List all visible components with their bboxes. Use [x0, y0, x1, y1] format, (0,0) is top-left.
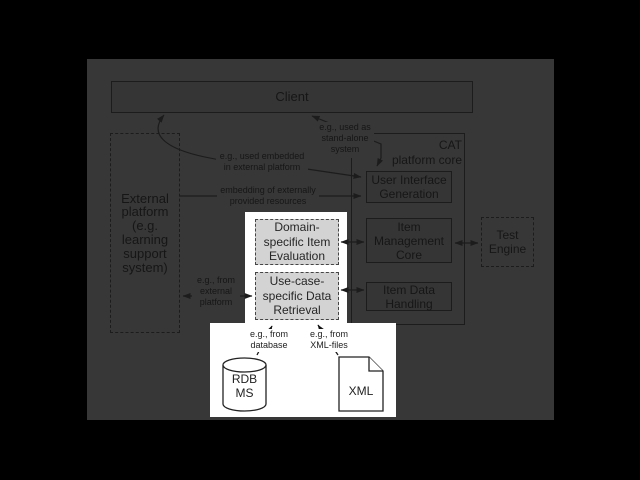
- rdbms-label: RDB MS: [231, 372, 258, 400]
- label-used-standalone: e.g., used as stand-alone system: [316, 122, 374, 158]
- domain-item-evaluation-box: Domain- specific Item Evaluation: [255, 219, 339, 265]
- external-platform-box: External platform (e.g. learning support…: [110, 133, 180, 333]
- label-embedding-resources: embedding of externally provided resourc…: [217, 185, 319, 207]
- test-engine-box: Test Engine: [481, 217, 534, 267]
- label-used-embedded: e.g., used embedded in external platform: [216, 151, 308, 173]
- label-from-external-platform: e.g., from external platform: [192, 275, 240, 309]
- label-from-xml-files: e.g., from XML-files: [305, 329, 353, 352]
- arrow-client-embedded: [156, 114, 222, 161]
- item-data-handling-label: Item Data Handling: [382, 282, 436, 311]
- domain-item-evaluation-label: Domain- specific Item Evaluation: [263, 220, 331, 264]
- xml-document-icon: [338, 356, 384, 412]
- database-cylinder-icon: [222, 357, 267, 412]
- item-management-core-box: Item Management Core: [366, 218, 452, 263]
- item-management-core-label: Item Management Core: [373, 219, 445, 262]
- user-interface-generation-label: User Interface Generation: [371, 173, 447, 201]
- usecase-data-retrieval-label: Use-case- specific Data Retrieval: [262, 274, 332, 318]
- usecase-data-retrieval-box: Use-case- specific Data Retrieval: [255, 272, 339, 320]
- arrow-embedded-uig: [299, 167, 362, 179]
- client-box: Client: [111, 81, 473, 113]
- external-platform-label: External platform (e.g. learning support…: [121, 190, 169, 275]
- item-data-handling-box: Item Data Handling: [366, 282, 452, 311]
- user-interface-generation-box: User Interface Generation: [366, 171, 452, 203]
- label-from-database: e.g., from database: [245, 329, 293, 352]
- cat-platform-core-label: CAT platform core: [391, 138, 462, 167]
- cat-platform-core-box: [351, 133, 465, 325]
- client-label: Client: [275, 89, 309, 104]
- xml-label: XML: [348, 384, 374, 398]
- test-engine-label: Test Engine: [488, 228, 527, 256]
